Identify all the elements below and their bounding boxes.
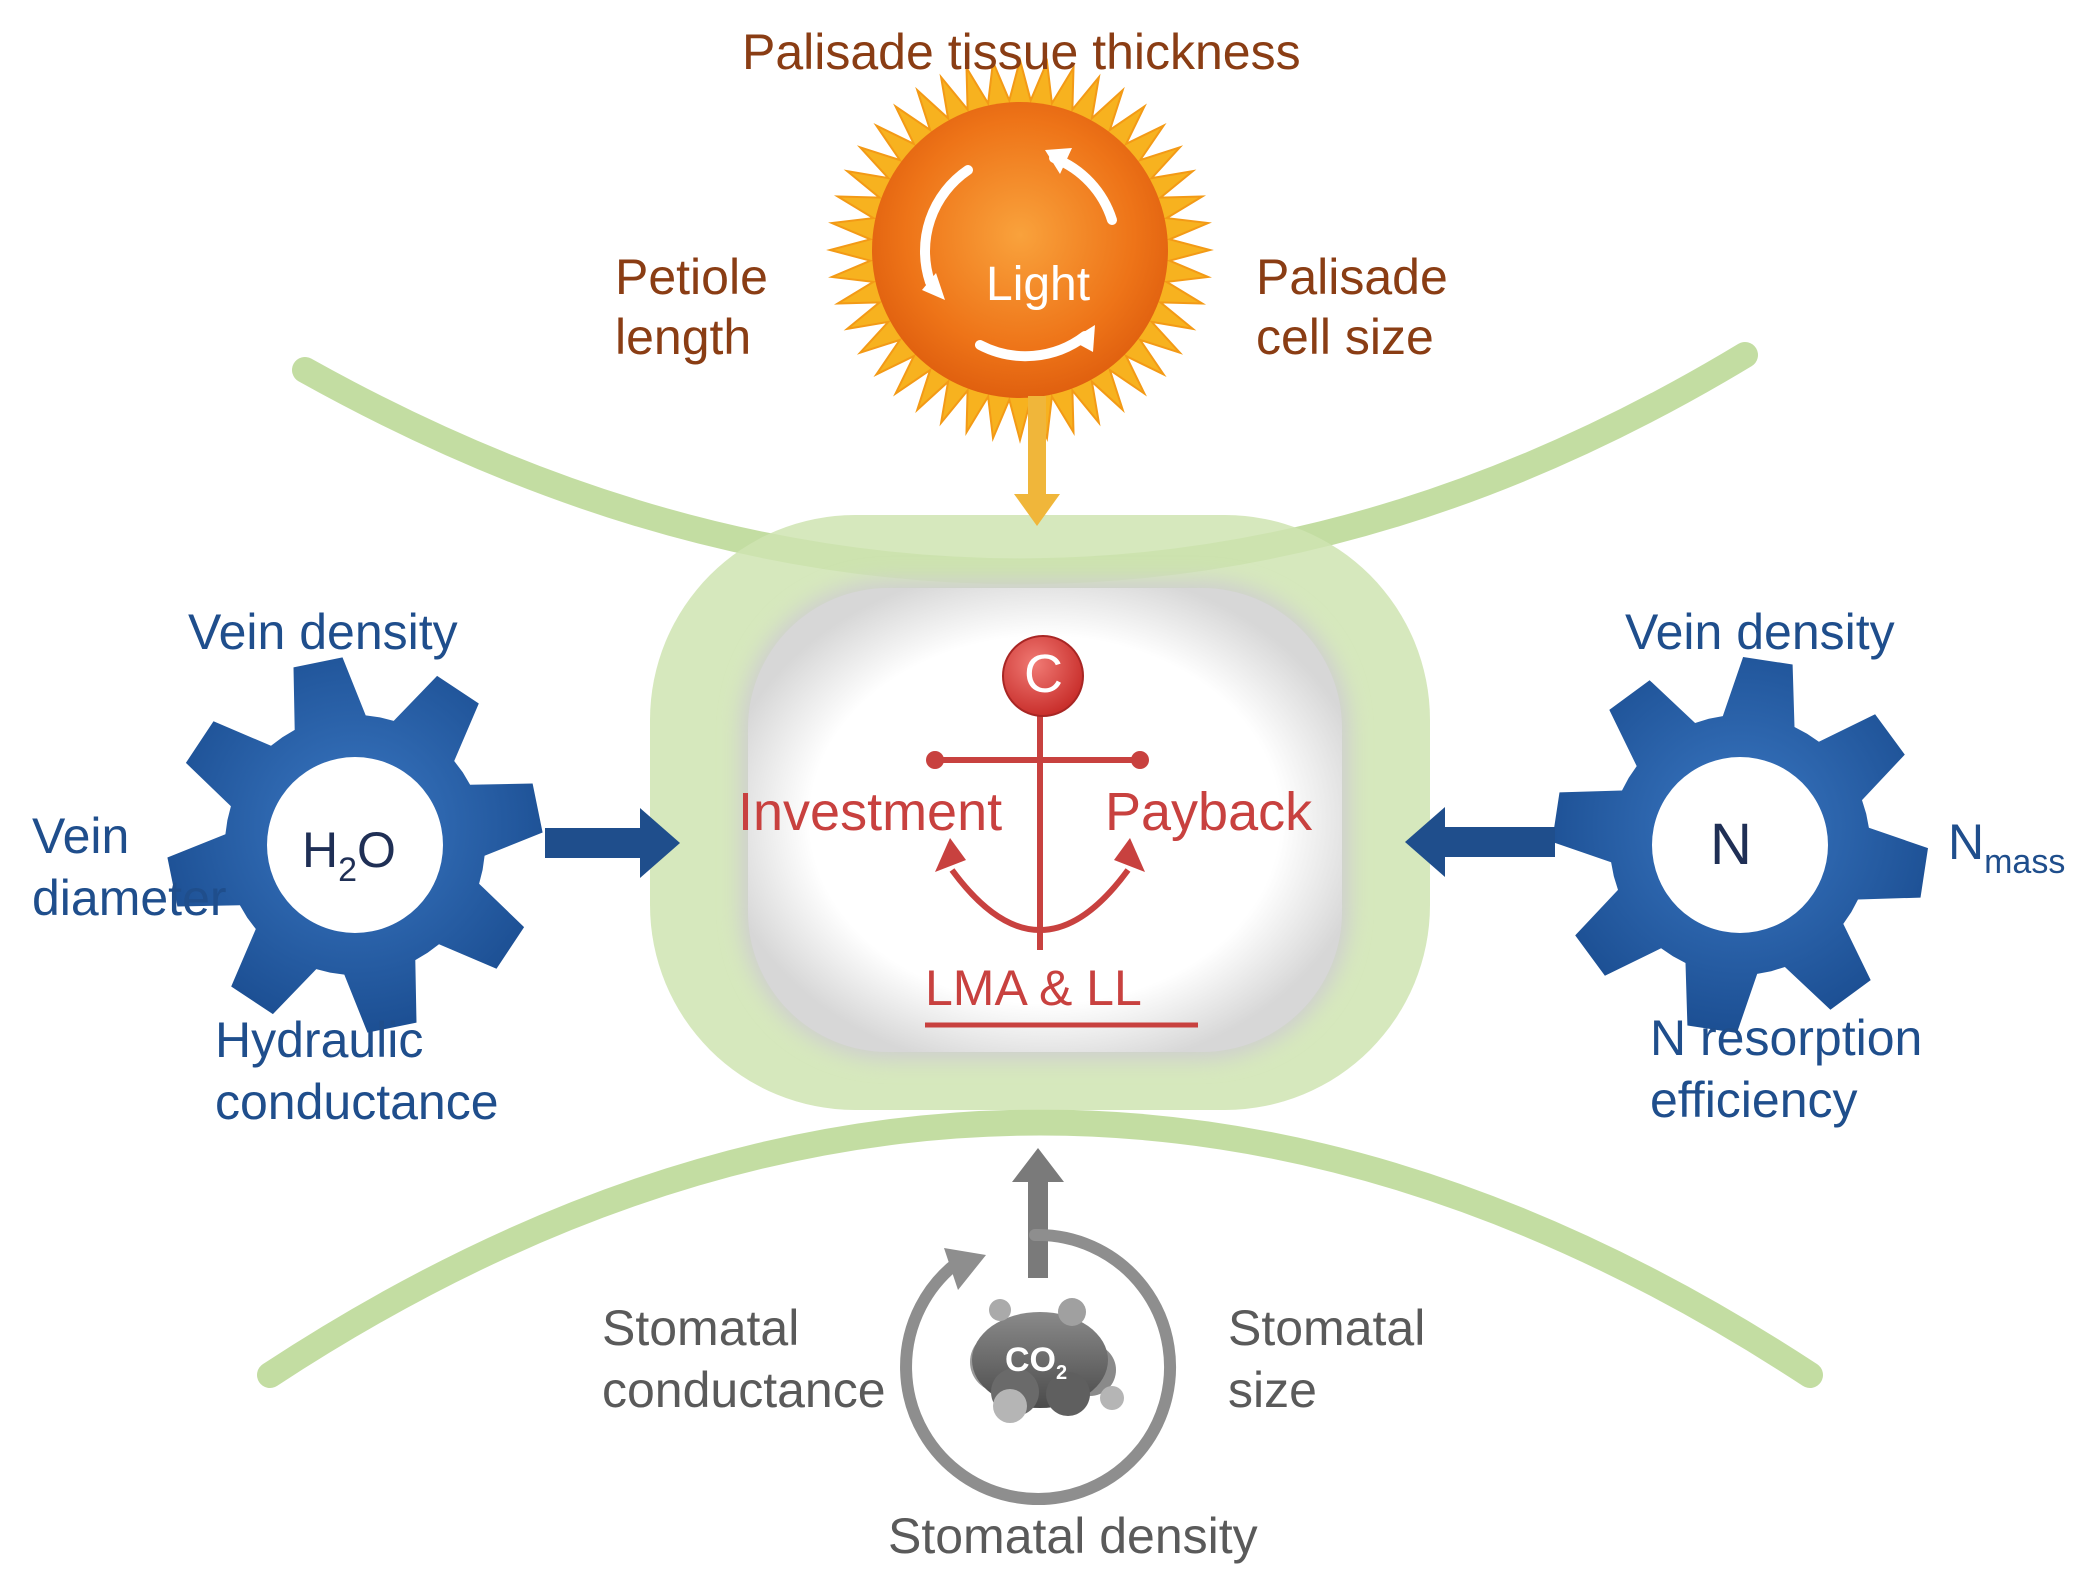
label-vein-density-right: Vein density (1625, 604, 1895, 660)
label-hydraulic-conductance-2: conductance (215, 1074, 499, 1130)
nitrogen-gear-icon (1552, 657, 1928, 1033)
label-vein-diameter-2: diameter (32, 870, 227, 926)
water-gear-h2o: H2O (302, 820, 396, 889)
co2-main: CO (1005, 1341, 1056, 1379)
anchor-icon (925, 700, 1198, 1028)
label-stomatal-density: Stomatal density (888, 1508, 1258, 1564)
nmass-sub: mass (1984, 843, 2066, 881)
label-stomatal-conductance-2: conductance (602, 1362, 886, 1418)
nitrogen-arrow (1405, 807, 1555, 877)
label-investment: Investment (738, 782, 1003, 842)
nitrogen-gear-n: N (1710, 812, 1752, 877)
co2-cloud-label: CO2 (1005, 1330, 1067, 1395)
label-petiole-length-2: length (615, 309, 752, 365)
label-vein-diameter-1: Vein (32, 808, 130, 864)
water-gear-icon (167, 657, 543, 1033)
water-arrow (545, 808, 680, 878)
carbon-badge (1002, 635, 1084, 717)
label-n-resorption-efficiency-1: N resorption (1650, 1010, 1923, 1066)
co2-cloud-icon (970, 1298, 1124, 1423)
label-stomatal-size-2: size (1228, 1362, 1317, 1418)
label-palisade-cell-size-1: Palisade (1256, 249, 1448, 305)
h2o-o: O (357, 822, 396, 878)
nmass-n: N (1948, 814, 1985, 870)
sun-center-light: Light (986, 258, 1091, 311)
label-palisade-cell-size-2: cell size (1256, 309, 1434, 365)
label-vein-density-left: Vein density (188, 604, 458, 660)
label-nmass: Nmass (1948, 812, 2066, 881)
h2o-h: H (302, 822, 339, 878)
label-petiole-length-1: Petiole (615, 249, 768, 305)
bottom-green-arc (257, 1109, 1823, 1388)
sun-down-arrow (1014, 396, 1060, 526)
label-hydraulic-conductance-1: Hydraulic (215, 1012, 424, 1068)
carbon-badge-label: C (1024, 644, 1063, 704)
sun-icon (826, 56, 1214, 444)
co2-cycle-arrow (900, 1228, 1177, 1505)
label-n-resorption-efficiency-2: efficiency (1650, 1072, 1858, 1128)
label-stomatal-size-1: Stomatal (1228, 1300, 1426, 1356)
center-white-panel (748, 588, 1342, 1052)
label-lma-ll: LMA & LL (925, 960, 1142, 1016)
label-stomatal-conductance-1: Stomatal (602, 1300, 800, 1356)
co2-sub: 2 (1056, 1362, 1068, 1384)
h2o-sub: 2 (338, 851, 358, 889)
label-payback: Payback (1105, 782, 1313, 842)
co2-up-arrow (1012, 1148, 1064, 1278)
label-palisade-tissue-thickness: Palisade tissue thickness (742, 24, 1301, 80)
